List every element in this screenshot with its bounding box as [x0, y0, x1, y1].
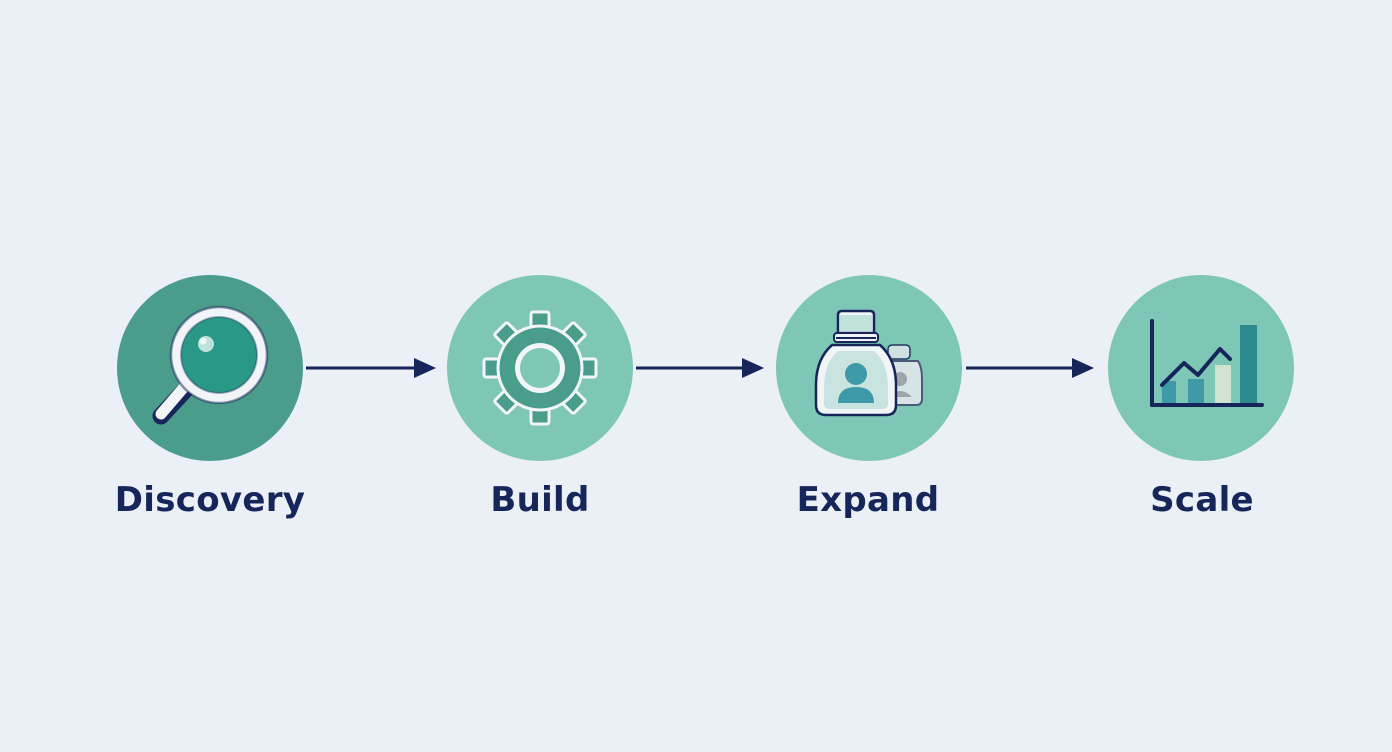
growth-chart-icon — [1150, 319, 1264, 407]
step-build-circle — [447, 275, 633, 461]
arrow-discovery-to-build — [306, 356, 438, 380]
step-expand-circle — [776, 275, 962, 461]
step-scale-circle — [1108, 275, 1294, 461]
step-label-build: Build — [490, 480, 590, 520]
step-label-discovery: Discovery — [114, 480, 306, 520]
arrow-build-to-expand — [636, 356, 766, 380]
step-label-scale: Scale — [1150, 480, 1254, 520]
magnifier-icon — [152, 305, 269, 425]
step-label-expand: Expand — [796, 480, 940, 520]
money-bag-person-icon — [814, 309, 923, 417]
step-discovery-circle — [117, 275, 303, 461]
arrow-expand-to-scale — [966, 356, 1098, 380]
gear-icon — [482, 310, 598, 426]
